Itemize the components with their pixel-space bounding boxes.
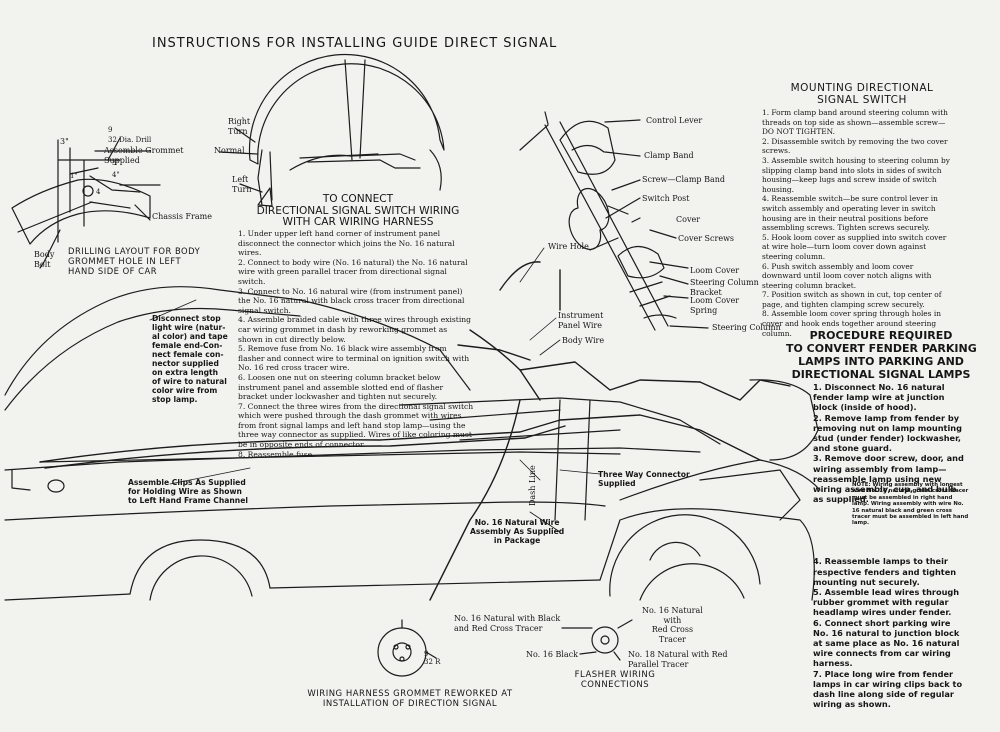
dim-1in: 1" <box>70 172 78 180</box>
flasher-red-parallel-label: No. 18 Natural with Red Parallel Tracer <box>628 650 728 669</box>
wiring-section-heading: TO CONNECT DIRECTIONAL SIGNAL SWITCH WIR… <box>256 193 460 229</box>
grommet-caption: WIRING HARNESS GROMMET REWORKED AT INSTA… <box>307 689 513 709</box>
wiring-step: 2. Connect to body wire (No. 16 natural)… <box>238 257 468 286</box>
drilling-layout-drawing <box>11 137 161 269</box>
wiring-step: 5. Remove fuse from No. 16 black wire as… <box>238 344 470 373</box>
steering-column-bracket-label: Steering Column Bracket <box>690 278 759 297</box>
dim-4in: 4" <box>112 171 120 179</box>
grommet-cut-drawing <box>377 619 437 677</box>
dim-3in-b: 3" <box>112 159 120 167</box>
mounting-steps-list: 1. Form clamp band around steering colum… <box>762 108 954 338</box>
assemble-clips-label: Assemble Clips As Supplied for Holding W… <box>128 478 248 505</box>
fender-step: 4. Reassemble lamps to their respective … <box>813 556 957 587</box>
mounting-step: 1. Form clamp band around steering colum… <box>762 108 948 137</box>
loom-cover-label: Loom Cover <box>690 266 740 275</box>
instrument-panel-wire-label: Instrument Panel Wire <box>558 311 604 330</box>
dash-line-label: Dash Line <box>528 465 537 506</box>
cover-label: Cover <box>676 215 701 224</box>
wiring-step: 6. Loosen one nut on steering column bra… <box>238 372 444 402</box>
fender-step: 6. Connect short parking wire No. 16 nat… <box>813 617 960 669</box>
dim-4: 4 <box>96 188 101 196</box>
wiring-step: 1. Under upper left hand corner of instr… <box>238 229 455 258</box>
mounting-step: 8. Assemble loom cover spring through ho… <box>762 309 941 338</box>
mounting-step: 3. Assemble switch housing to steering c… <box>762 155 950 194</box>
body-bolt-label: Body Bolt <box>34 250 55 269</box>
natural-wire-assembly-label: No. 16 Natural Wire Assembly As Supplied… <box>470 518 565 545</box>
wiring-runs <box>39 261 791 601</box>
flasher-drawing <box>561 619 633 661</box>
fender-step: 2. Remove lamp from fender by removing n… <box>813 412 962 454</box>
cover-screws-label: Cover Screws <box>678 234 735 243</box>
fender-step: 1. Disconnect No. 16 natural fender lamp… <box>813 382 945 413</box>
fender-steps-list: 1. Disconnect No. 16 natural fender lamp… <box>813 382 965 709</box>
wire-hole-label: Wire Hole <box>548 242 589 251</box>
wiring-step: 4. Assemble braided cable with three wir… <box>238 315 472 344</box>
assemble-grommet-label: Assemble Grommet Supplied <box>104 146 184 165</box>
fender-step: 3. Remove door screw, door, and wiring a… <box>813 453 964 505</box>
steering-column-label: Steering Column <box>712 323 781 332</box>
flasher-black-red-label: No. 16 Natural with Black and Red Cross … <box>454 614 561 633</box>
column-switch-exploded <box>519 111 709 331</box>
mounting-step: 2. Disassemble switch by removing the tw… <box>762 136 948 156</box>
flasher-caption: FLASHER WIRING CONNECTIONS <box>574 670 656 690</box>
flasher-red-cross-label: No. 16 Natural with Red Cross Tracer <box>642 606 703 644</box>
clamp-band-label: Clamp Band <box>644 151 694 160</box>
screw-clamp-band-label: Screw—Clamp Band <box>642 175 725 184</box>
page-title: INSTRUCTIONS FOR INSTALLING GUIDE DIRECT… <box>152 36 558 51</box>
switch-post-label: Switch Post <box>642 194 690 203</box>
three-way-connector-label: Three Way Connector Supplied <box>598 470 690 488</box>
leader-lines <box>149 247 791 533</box>
wiring-step: 8. Reassemble fuse. <box>238 449 315 459</box>
control-lever-label: Control Lever <box>646 116 703 125</box>
wiring-steps-list: 1. Under upper left hand corner of instr… <box>238 229 474 459</box>
body-wire-label: Body Wire <box>562 336 605 345</box>
dim-3in-a: 3" <box>60 137 69 146</box>
stop-light-instruction: Disconnect stop light wire (natur- al co… <box>152 314 228 404</box>
chassis-frame-label: Chassis Frame <box>152 212 212 221</box>
mounting-step: 5. Hook loom cover as supplied into swit… <box>762 232 947 261</box>
flasher-black-label: No. 16 Black <box>526 650 579 659</box>
mounting-step: 4. Reassemble switch—be sure control lev… <box>762 194 938 233</box>
grommet-radius-label: 9 32 R <box>424 650 441 666</box>
mounting-step: 6. Push switch assembly and loom cover d… <box>762 261 932 290</box>
fender-section-heading: PROCEDURE REQUIRED TO CONVERT FENDER PAR… <box>786 329 977 381</box>
wiring-step: 3. Connect to No. 16 natural wire (from … <box>238 286 465 315</box>
car-body-drawing <box>4 286 821 601</box>
fender-step: 5. Assemble lead wires through rubber gr… <box>813 587 960 618</box>
wiring-step: 7. Connect the three wires from the dire… <box>238 401 474 450</box>
normal-label: Normal <box>214 146 245 155</box>
left-turn-label: Left Turn <box>232 175 252 194</box>
steering-wheel-drawing <box>219 53 445 207</box>
mounting-section-heading: MOUNTING DIRECTIONAL SIGNAL SWITCH <box>790 82 934 106</box>
right-turn-label: Right Turn <box>228 117 251 136</box>
fender-step: 7. Place long wire from fender lamps in … <box>813 668 963 710</box>
drilling-layout-caption: DRILLING LAYOUT FOR BODY GROMMET HOLE IN… <box>68 246 201 276</box>
fender-note: NOTE: Wiring assembly with longest wire … <box>852 482 969 527</box>
mounting-step: 7. Position switch as shown in cut, top … <box>762 290 942 309</box>
drill-size-label: 9 32 Dia. Drill <box>108 126 152 144</box>
loom-cover-spring-label: Loom Cover Spring <box>690 296 740 315</box>
